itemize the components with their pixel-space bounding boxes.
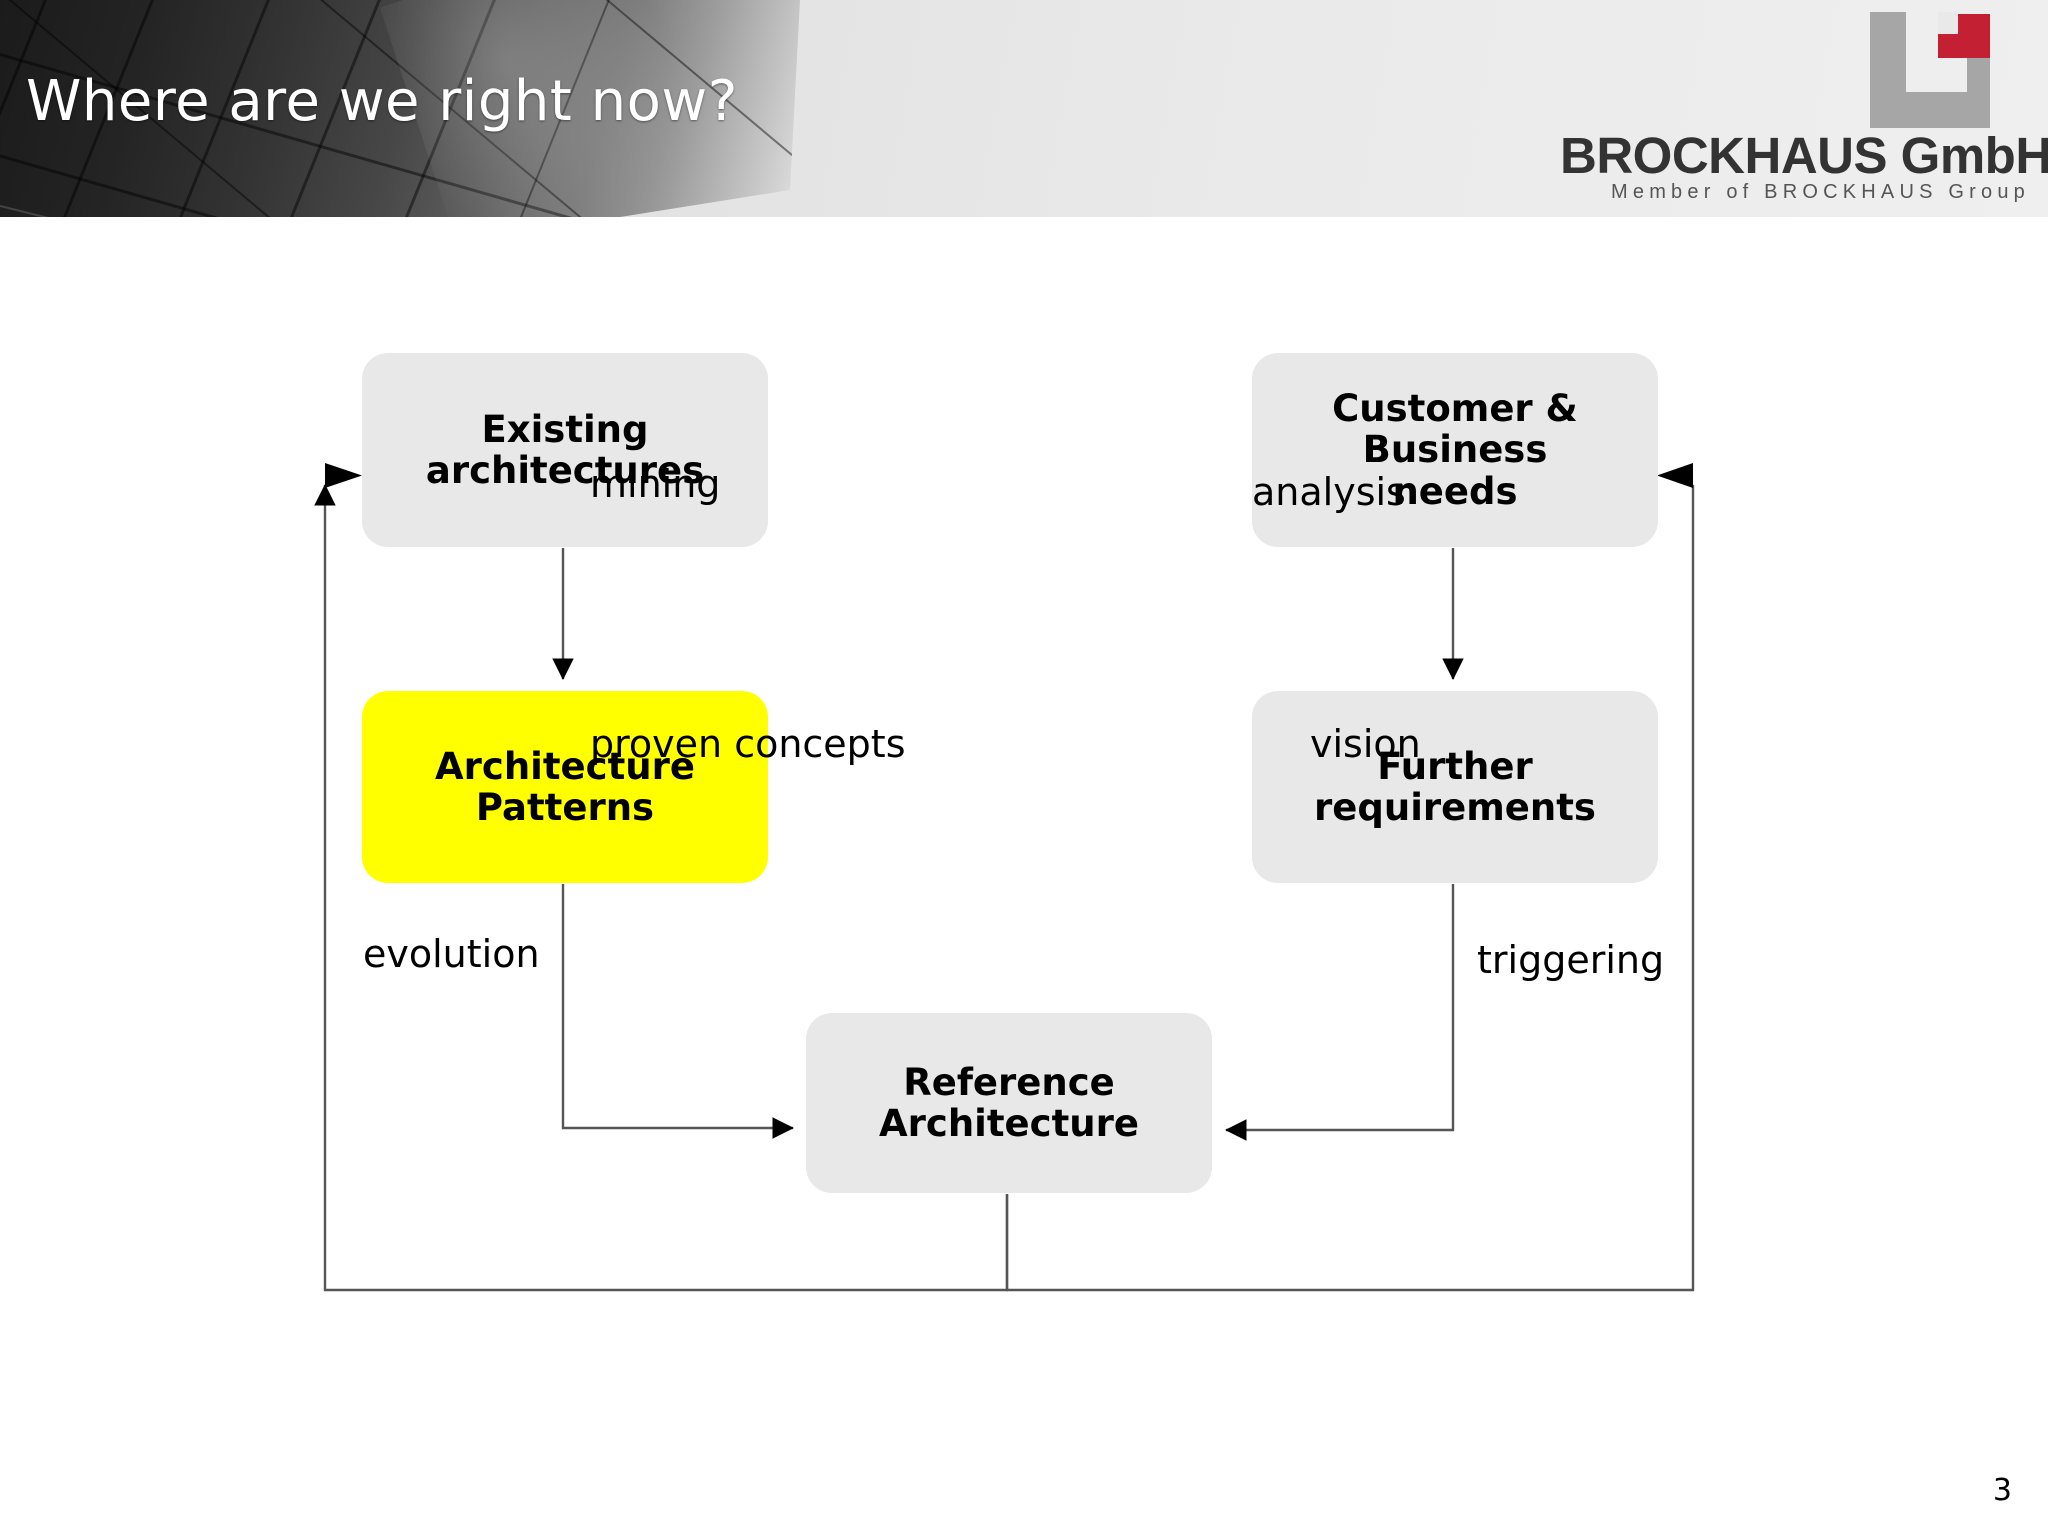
- edge-label-proven-concepts: proven concepts: [590, 722, 906, 766]
- edge-label-evolution: evolution: [363, 932, 540, 976]
- edge-vision: [1225, 884, 1455, 1141]
- edge-proven-concepts: [561, 884, 794, 1139]
- logo-company-name: BROCKHAUS GmbH: [1560, 127, 2048, 184]
- header-photo-building: [0, 0, 800, 217]
- edge-label-triggering: triggering: [1477, 938, 1665, 982]
- edge-label-analysis: analysis: [1252, 470, 1406, 514]
- page-title: Where are we right now?: [26, 69, 738, 134]
- edge-label-mining: mining: [590, 462, 721, 506]
- edge-label-vision: vision: [1310, 722, 1421, 766]
- page-number: 3: [1992, 1473, 2012, 1508]
- brockhaus-logo: BROCKHAUS GmbH Member of BROCKHAUS Group: [1560, 6, 2048, 211]
- diagram-connectors: [314, 463, 1695, 1292]
- edge-triggering: [1005, 463, 1695, 1292]
- logo-mark-icon: [1870, 12, 1990, 128]
- slide-header: Where are we right now? BROCKHAUS GmbH M…: [0, 0, 2048, 217]
- logo-tagline: Member of BROCKHAUS Group: [1611, 181, 2030, 203]
